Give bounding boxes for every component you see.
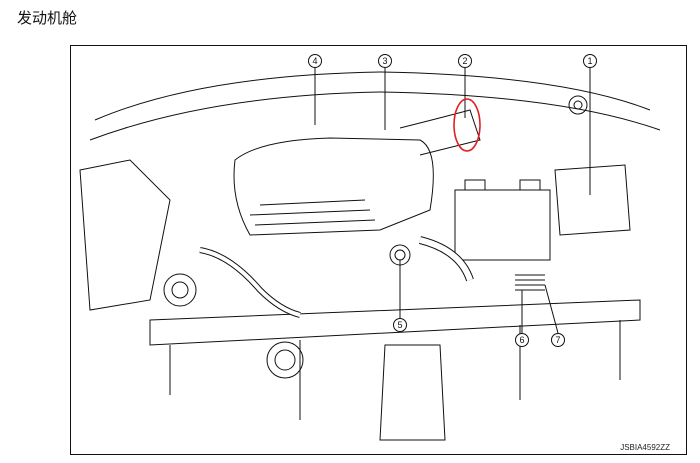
highlight-ellipse bbox=[453, 98, 481, 152]
callout-6: 6 bbox=[515, 333, 529, 347]
figure-code: JSBIA4592ZZ bbox=[620, 443, 670, 452]
callout-4: 4 bbox=[308, 54, 322, 68]
page-title: 发动机舱 bbox=[17, 9, 78, 27]
callout-3: 3 bbox=[378, 54, 392, 68]
callout-7: 7 bbox=[551, 333, 565, 347]
callout-1: 1 bbox=[583, 54, 597, 68]
callout-5: 5 bbox=[393, 318, 407, 332]
diagram-frame bbox=[70, 45, 687, 455]
callout-2: 2 bbox=[458, 54, 472, 68]
